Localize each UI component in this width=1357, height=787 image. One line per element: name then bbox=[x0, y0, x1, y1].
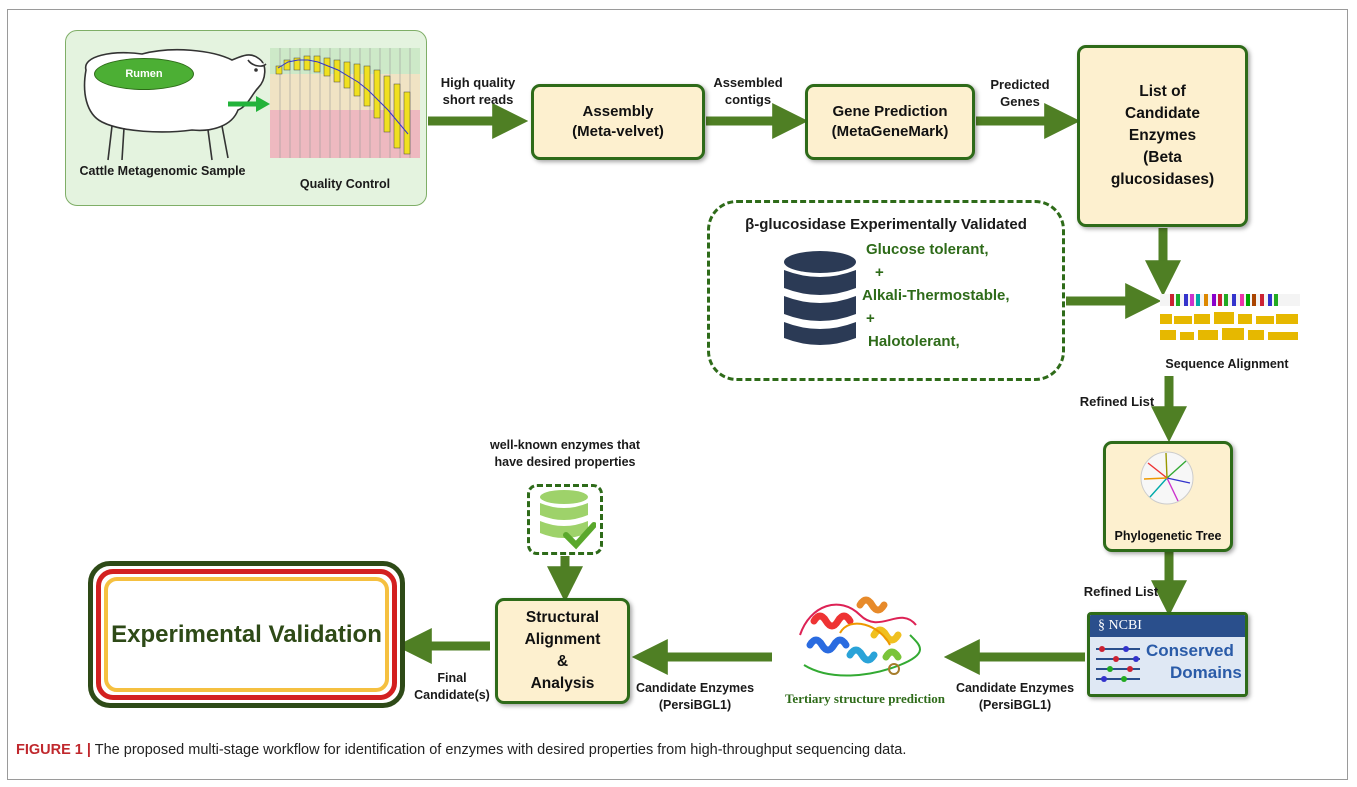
experimental-validation-mid: Experimental Validation bbox=[96, 569, 397, 700]
candidate-list-label: List of Candidate Enzymes (Beta glucosid… bbox=[1110, 83, 1215, 188]
qc-label: Quality Control bbox=[299, 177, 391, 191]
experimental-validation-label: Experimental Validation bbox=[111, 620, 382, 648]
structural-alignment-box: Structural Alignment & Analysis bbox=[495, 598, 630, 704]
ncbi-logo: NCBI bbox=[1108, 618, 1142, 633]
plus-2: + bbox=[866, 310, 875, 327]
tree-icon bbox=[1140, 451, 1194, 505]
tertiary-label: Tertiary structure prediction bbox=[784, 691, 946, 706]
ncbi-line2: Domains bbox=[1170, 663, 1242, 682]
plus-1: + bbox=[875, 264, 884, 281]
assembly-label: Assembly (Meta-velvet) bbox=[572, 103, 664, 140]
final-candidates-label: Final Candidate(s) bbox=[414, 671, 490, 702]
quality-chart-icon bbox=[270, 48, 420, 158]
sample-to-qc-arrow bbox=[228, 96, 270, 112]
candidate-enzymes-label-2: Candidate Enzymes (PersiBGL1) bbox=[635, 681, 755, 712]
structural-alignment-label: Structural Alignment & Analysis bbox=[524, 609, 601, 692]
database-icon bbox=[784, 251, 856, 345]
gene-prediction-label: Gene Prediction (MetaGeneMark) bbox=[831, 103, 949, 140]
predicted-genes-label: Predicted Genes bbox=[990, 77, 1050, 109]
sequence-alignment-label: Sequence Alignment bbox=[1165, 357, 1289, 371]
refined-list-label-1: Refined List bbox=[1079, 394, 1155, 409]
validated-db-panel bbox=[707, 200, 1065, 381]
phylogenetic-tree-label: Phylogenetic Tree bbox=[1114, 529, 1222, 543]
high-quality-label: High quality short reads bbox=[440, 75, 516, 107]
known-enzymes-db bbox=[527, 484, 603, 555]
candidate-enzymes-label-1: Candidate Enzymes (PersiBGL1) bbox=[955, 681, 1075, 712]
gene-prediction-box: Gene Prediction (MetaGeneMark) bbox=[805, 84, 975, 160]
prop-glucose: Glucose tolerant, bbox=[866, 241, 989, 258]
rumen-oval: Rumen bbox=[94, 58, 194, 90]
ncbi-body: Conserved Domains bbox=[1090, 637, 1245, 694]
figure-frame bbox=[7, 9, 1348, 780]
assembly-box: Assembly (Meta-velvet) bbox=[531, 84, 705, 160]
prop-alkali: Alkali-Thermostable, bbox=[862, 287, 1010, 304]
figure-caption: FIGURE 1 | The proposed multi-stage work… bbox=[16, 742, 906, 758]
caption-prefix: FIGURE 1 | bbox=[16, 742, 91, 758]
validated-db-title: β-glucosidase Experimentally Validated bbox=[745, 216, 1027, 233]
experimental-validation-inner: Experimental Validation bbox=[104, 577, 389, 692]
ncbi-line1: Conserved bbox=[1146, 641, 1234, 660]
sample-label: Cattle Metagenomic Sample bbox=[79, 164, 246, 178]
rumen-label: Rumen bbox=[125, 68, 163, 80]
known-enzymes-label: well-known enzymes that have desired pro… bbox=[489, 438, 641, 469]
protein-structure-icon bbox=[799, 596, 921, 677]
prop-halotolerant: Halotolerant, bbox=[868, 333, 960, 350]
refined-list-label-2: Refined List bbox=[1083, 584, 1159, 599]
caption-text: The proposed multi-stage workflow for id… bbox=[90, 742, 907, 758]
ncbi-icon: § bbox=[1098, 618, 1105, 633]
experimental-validation-outer: Experimental Validation bbox=[88, 561, 405, 708]
ncbi-header: § NCBI bbox=[1090, 615, 1245, 637]
domain-glyph bbox=[1096, 646, 1140, 682]
alignment-icon bbox=[1160, 294, 1300, 340]
candidate-list-box: List of Candidate Enzymes (Beta glucosid… bbox=[1077, 45, 1248, 227]
ncbi-box: § NCBI Conserved Domains bbox=[1087, 612, 1248, 697]
assembled-contigs-label: Assembled contigs bbox=[713, 75, 783, 107]
database-check-icon bbox=[540, 490, 596, 550]
